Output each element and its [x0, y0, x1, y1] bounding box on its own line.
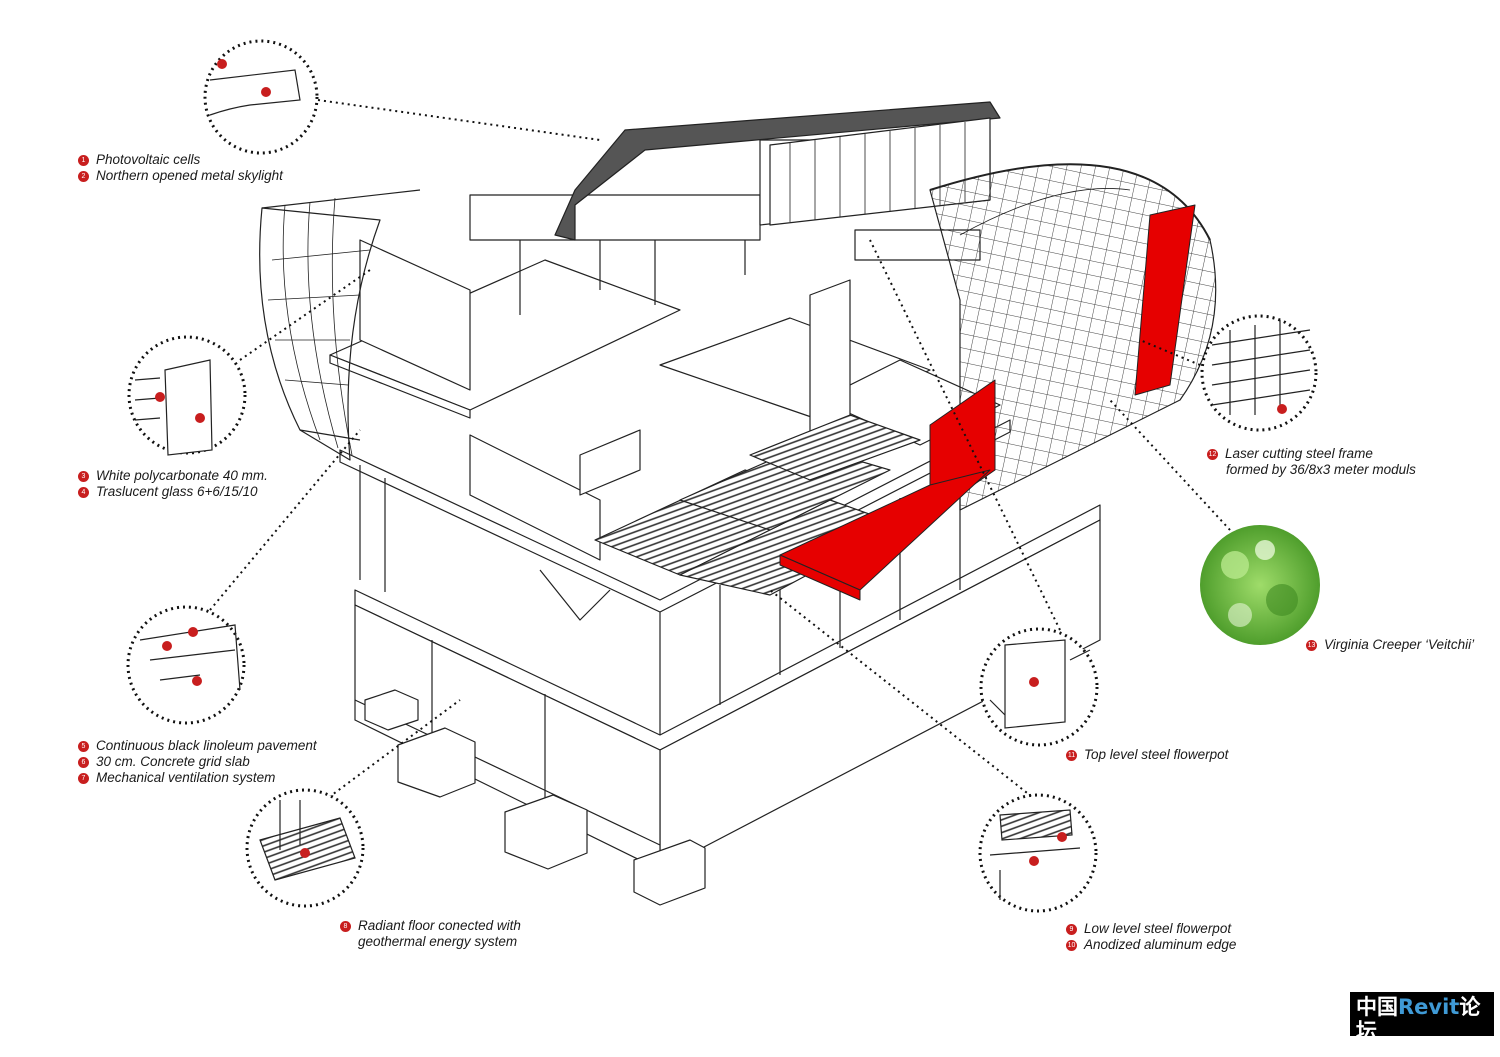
- watermark-revit: Revit: [1398, 995, 1460, 1019]
- marker-1: 1: [78, 154, 89, 166]
- label-text: White polycarbonate 40 mm.: [96, 468, 268, 483]
- label-photovoltaic: 1 Photovoltaic cells: [78, 152, 200, 168]
- label-polycarbonate: 3 White polycarbonate 40 mm.: [78, 468, 268, 484]
- label-aluminum-edge: 10 Anodized aluminum edge: [1066, 937, 1236, 953]
- label-text: Radiant floor conected with: [358, 918, 521, 933]
- label-text: Photovoltaic cells: [96, 152, 201, 167]
- label-top-flowerpot: 11 Top level steel flowerpot: [1066, 747, 1228, 763]
- building-drawing: [259, 101, 1217, 906]
- label-low-flowerpot: 9 Low level steel flowerpot: [1066, 921, 1231, 937]
- virginia-creeper-image: [1200, 525, 1320, 645]
- label-grid-slab: 6 30 cm. Concrete grid slab: [78, 754, 250, 770]
- marker-12: 12: [1207, 448, 1218, 460]
- watermark-cn2: 论坛: [1356, 995, 1481, 1043]
- detail-markers: [155, 59, 1287, 866]
- lower-floors: [339, 419, 1011, 735]
- detail-circle-steel-frame: [1200, 314, 1318, 432]
- detail-contents: [134, 69, 1311, 900]
- label-steel-frame: 12 Laser cutting steel frame: [1207, 446, 1373, 462]
- concrete-base: [354, 504, 1101, 906]
- left-barrel-frame: [259, 189, 421, 461]
- label-skylight: 2 Northern opened metal skylight: [78, 168, 283, 184]
- watermark-cn1: 中国: [1356, 995, 1398, 1019]
- marker-10: 10: [1066, 939, 1077, 951]
- label-text: 30 cm. Concrete grid slab: [96, 754, 250, 769]
- label-text: Virginia Creeper ‘Veitchii’: [1324, 637, 1475, 652]
- marker-11: 11: [1066, 749, 1077, 761]
- label-text: Low level steel flowerpot: [1084, 921, 1232, 936]
- label-text: Laser cutting steel frame: [1225, 446, 1373, 461]
- marker-4: 4: [78, 486, 89, 498]
- label-ventilation: 7 Mechanical ventilation system: [78, 770, 275, 786]
- marker-6: 6: [78, 756, 89, 768]
- detail-circle-slab: [126, 605, 246, 725]
- label-radiant-floor: 8 Radiant floor conected with: [340, 918, 521, 934]
- marker-13: 13: [1306, 639, 1317, 651]
- label-text: Mechanical ventilation system: [96, 770, 276, 785]
- watermark-title: 中国Revit论坛: [1350, 992, 1494, 1043]
- marker-7: 7: [78, 772, 89, 784]
- label-text: Continuous black linoleum pavement: [96, 738, 317, 753]
- label-moduls: formed by 36/8x3 meter moduls: [1226, 462, 1416, 478]
- label-glass: 4 Traslucent glass 6+6/15/10: [78, 484, 257, 500]
- label-virginia-creeper: 13 Virginia Creeper ‘Veitchii’: [1306, 637, 1474, 653]
- label-linoleum: 5 Continuous black linoleum pavement: [78, 738, 317, 754]
- marker-5: 5: [78, 740, 89, 752]
- marker-9: 9: [1066, 923, 1077, 935]
- watermark: 中国Revit论坛 www.chinarevit.com: [1350, 992, 1494, 1057]
- grate-panels: [594, 414, 921, 596]
- red-accents: [779, 204, 1196, 601]
- label-text: geothermal energy system: [358, 934, 518, 949]
- label-text: Anodized aluminum edge: [1084, 937, 1237, 952]
- marker-3: 3: [78, 470, 89, 482]
- marker-2: 2: [78, 170, 89, 182]
- label-text: Northern opened metal skylight: [96, 168, 283, 183]
- label-text: formed by 36/8x3 meter moduls: [1226, 462, 1416, 477]
- label-text: Top level steel flowerpot: [1084, 747, 1229, 762]
- label-geothermal: geothermal energy system: [358, 934, 517, 950]
- detail-circle-skylight: [203, 39, 319, 155]
- marker-8: 8: [340, 920, 351, 932]
- label-text: Traslucent glass 6+6/15/10: [96, 484, 258, 499]
- leader-lines: [209, 99, 1231, 816]
- watermark-url: www.chinarevit.com: [1356, 1044, 1483, 1057]
